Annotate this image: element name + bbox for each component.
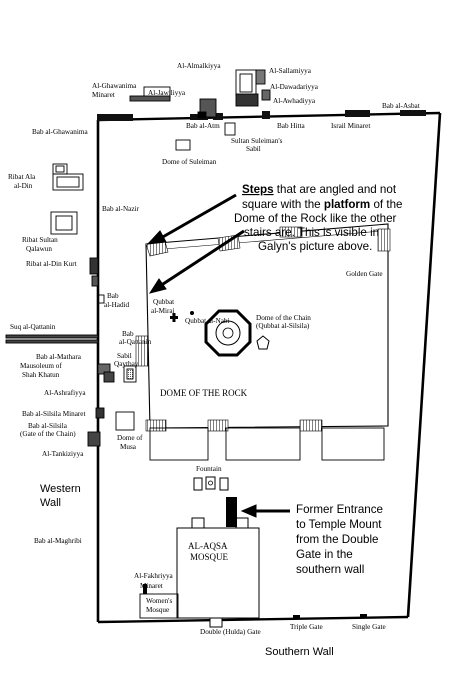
label-southern-wall: Southern Wall [265,646,334,658]
label-al-sallamiyya: Al-Sallamiyya [269,67,312,75]
label-bab-hitta: Bab Hitta [277,122,306,130]
label-bab-al-ghawanima: Bab al-Ghawanima [32,128,88,136]
label-al-jawiliyya: Al-Jawiliyya [148,89,186,97]
label-al-almalkiyya: Al-Almalkiyya [177,62,221,70]
label-al-ghawanima-2: Minaret [92,91,115,99]
label-double-gate: Double (Hulda) Gate [200,628,261,636]
al-aqsa-mosque-shape [176,517,260,619]
label-qubbat-al-nabi: Qubbat al-Nabi [185,317,230,325]
label-sultan-suleimans-sabil-2: Sabil [246,145,261,153]
label-bab-al-asbat: Bab al-Asbat [382,102,420,110]
label-ribat-ala-al-din-1: Ribat Ala [8,173,36,181]
arrow-head-steps-1 [146,230,167,245]
annotation-arrows [146,193,290,518]
label-al-tankiziyya: Al-Tankiziyya [42,450,84,458]
fountain-shape [193,476,229,491]
label-bab-al-qattanin-1: Bab [122,330,134,338]
label-al-dawadariyya: Al-Dawadariyya [270,83,319,91]
annotation-steps-line-4: stairs are. This is visible in [244,226,379,239]
label-dome-of-musa-2: Musa [120,443,137,451]
label-bab-al-silsila-2: (Gate of the Chain) [20,430,76,438]
label-al-aqsa-2: MOSQUE [190,552,229,562]
label-dome-of-musa-1: Dome of [117,434,143,442]
label-mausoleum-2: Shah Khatun [22,371,60,379]
label-dome-of-the-chain-1: Dome of the Chain [256,314,311,322]
label-dome-of-the-chain-2: (Qubbat al-Silsila) [256,322,310,330]
label-ribat-al-din-kurt: Ribat al-Din Kurt [26,260,77,268]
label-single-gate: Single Gate [352,623,386,631]
former-entrance-passage [226,497,237,527]
label-al-awhadiyya: Al-Awhadiyya [273,97,316,105]
label-qubbat-al-miraj-1: Qubbat [153,298,174,306]
map-labels: Al-Almalkiyya Al-Sallamiyya Al-Ghawanima… [8,62,420,658]
label-al-fakhriyya-1: Al-Fakhriyya [134,572,174,580]
annotation-steps-line-1-rest: that are angled and not [274,183,397,196]
label-al-silsila-minaret: Bab al-Silsila Minaret [22,410,85,418]
platform-south-buildings [149,427,385,461]
annotation-steps-line-2-a: square with the [242,198,324,211]
annotation-steps-line-3: Dome of the Rock like the other [234,212,397,225]
womens-mosque-shape [139,593,179,619]
arrow-head-entrance [240,504,257,518]
label-western-wall-2: Wall [40,497,61,509]
label-sabil-qaytbay-2: Qaytbay [114,360,139,368]
annotation-steps-line-5: Galyn's picture above. [258,240,372,253]
label-suq-al-qattanin: Suq al-Qattanin [10,323,56,331]
label-al-ghawanima-1: Al-Ghawanima [92,82,137,90]
annotation-entrance-line-4: Gate in the [296,548,353,561]
label-bab-al-hadid-2: al-Hadid [104,301,130,309]
label-bab-al-hadid-1: Bab [107,292,119,300]
annotation-entrance-line-2: to Temple Mount [296,518,382,531]
annotation-steps-text: Steps that are angled and not square wit… [234,183,402,253]
label-al-ashrafiyya: Al-Ashrafiyya [44,389,86,397]
label-qubbat-al-miraj-2: al-Miraj [151,307,175,315]
label-mausoleum-1: Mausoleum of [20,362,62,370]
label-bab-al-maghribi: Bab al-Maghribi [34,537,82,545]
label-golden-gate: Golden Gate [346,270,383,278]
label-fountain: Fountain [196,465,222,473]
platform [145,223,389,429]
label-al-aqsa-1: AL-AQSA [188,541,228,551]
dome-of-the-chain-shape [256,335,270,350]
label-sultan-suleimans-sabil-1: Sultan Suleiman's [231,137,283,145]
annotation-steps-line-2: square with the platform of the [242,198,402,211]
label-triple-gate: Triple Gate [290,623,323,631]
label-western-wall-1: Western [40,483,81,495]
annotation-entrance-line-1: Former Entrance [296,503,383,516]
label-ribat-sultan-qalawun-2: Qalawun [26,245,52,253]
western-buildings [5,163,137,447]
annotation-entrance-line-3: from the Double [296,533,379,546]
label-ribat-sultan-qalawun-1: Ribat Sultan [22,236,58,244]
label-bab-al-nazir: Bab al-Nazir [102,205,140,213]
label-dome-of-the-rock: DOME OF THE ROCK [160,388,248,398]
northern-buildings [129,69,271,151]
arrow-head-steps-2 [148,278,167,294]
annotation-steps-word-platform: platform [324,198,370,211]
label-womens-mosque-1: Women's [146,597,172,605]
label-bab-al-atm: Bab al-Atm [186,122,220,130]
annotation-entrance-line-5: southern wall [296,563,364,576]
annotation-steps-line-1: Steps that are angled and not [242,183,397,196]
dome-of-the-rock-shape [204,309,252,357]
label-dome-of-suleiman: Dome of Suleiman [162,158,217,166]
label-womens-mosque-2: Mosque [146,606,169,614]
label-bab-al-qattanin-2: al-Qattanin [119,338,152,346]
label-bab-al-silsila-1: Bab al-Silsila [28,422,68,430]
annotation-steps-line-2-b: of the [370,198,402,211]
label-ribat-ala-al-din-2: al-Din [14,182,33,190]
label-bab-al-mathara: Bab al-Mathara [36,353,82,361]
annotation-entrance-text: Former Entrance to Temple Mount from the… [296,503,383,576]
annotation-steps-word-steps: Steps [242,183,274,196]
label-sabil-qaytbay-1: Sabil [117,352,132,360]
label-al-fakhriyya-2: Minaret [140,582,163,590]
small-domes [170,311,194,322]
label-israil-minaret: Israil Minaret [331,122,370,130]
south-wall-features [143,584,367,628]
